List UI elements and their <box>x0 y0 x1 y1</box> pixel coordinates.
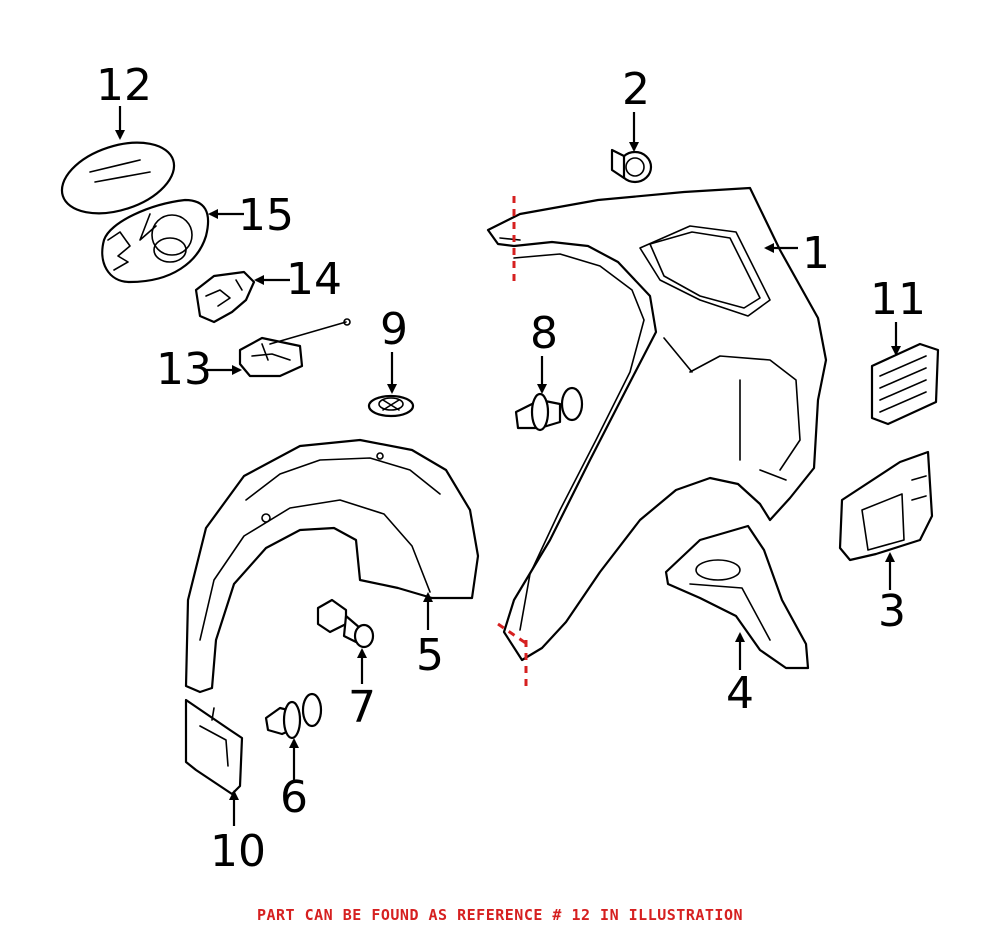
bracket-10-part <box>184 698 244 796</box>
vent-part <box>870 342 940 426</box>
fastener-7-part <box>316 598 375 649</box>
callout-12: 12 <box>96 60 152 111</box>
actuator-part <box>238 318 351 378</box>
callout-11: 11 <box>870 274 926 325</box>
trim-clip-8-part <box>514 386 584 432</box>
callout-2: 2 <box>622 64 650 115</box>
fastener-6-part <box>264 692 323 740</box>
callout-9: 9 <box>380 304 408 355</box>
callout-14: 14 <box>286 254 342 305</box>
bracket-3-part <box>838 450 934 562</box>
callout-3: 3 <box>878 586 906 637</box>
fuel-door-part <box>60 141 176 215</box>
callout-15: 15 <box>238 190 294 241</box>
cut-line-bottom-diagonal <box>497 622 531 648</box>
callout-7: 7 <box>348 682 376 733</box>
callout-4: 4 <box>726 668 754 719</box>
callout-6: 6 <box>280 772 308 823</box>
callout-8: 8 <box>530 308 558 359</box>
quarter-panel-part <box>486 186 828 662</box>
bracket-4-part <box>664 524 810 670</box>
callout-1: 1 <box>802 228 830 279</box>
callout-10: 10 <box>210 826 266 877</box>
fuel-housing-part <box>101 198 210 284</box>
callout-5: 5 <box>416 630 444 681</box>
leader-arrows <box>115 106 901 826</box>
plug-part <box>610 148 653 184</box>
reference-note: PART CAN BE FOUND AS REFERENCE # 12 IN I… <box>256 906 744 924</box>
callout-13: 13 <box>156 344 212 395</box>
push-clip-part <box>367 394 415 418</box>
hinge-part <box>194 270 256 324</box>
